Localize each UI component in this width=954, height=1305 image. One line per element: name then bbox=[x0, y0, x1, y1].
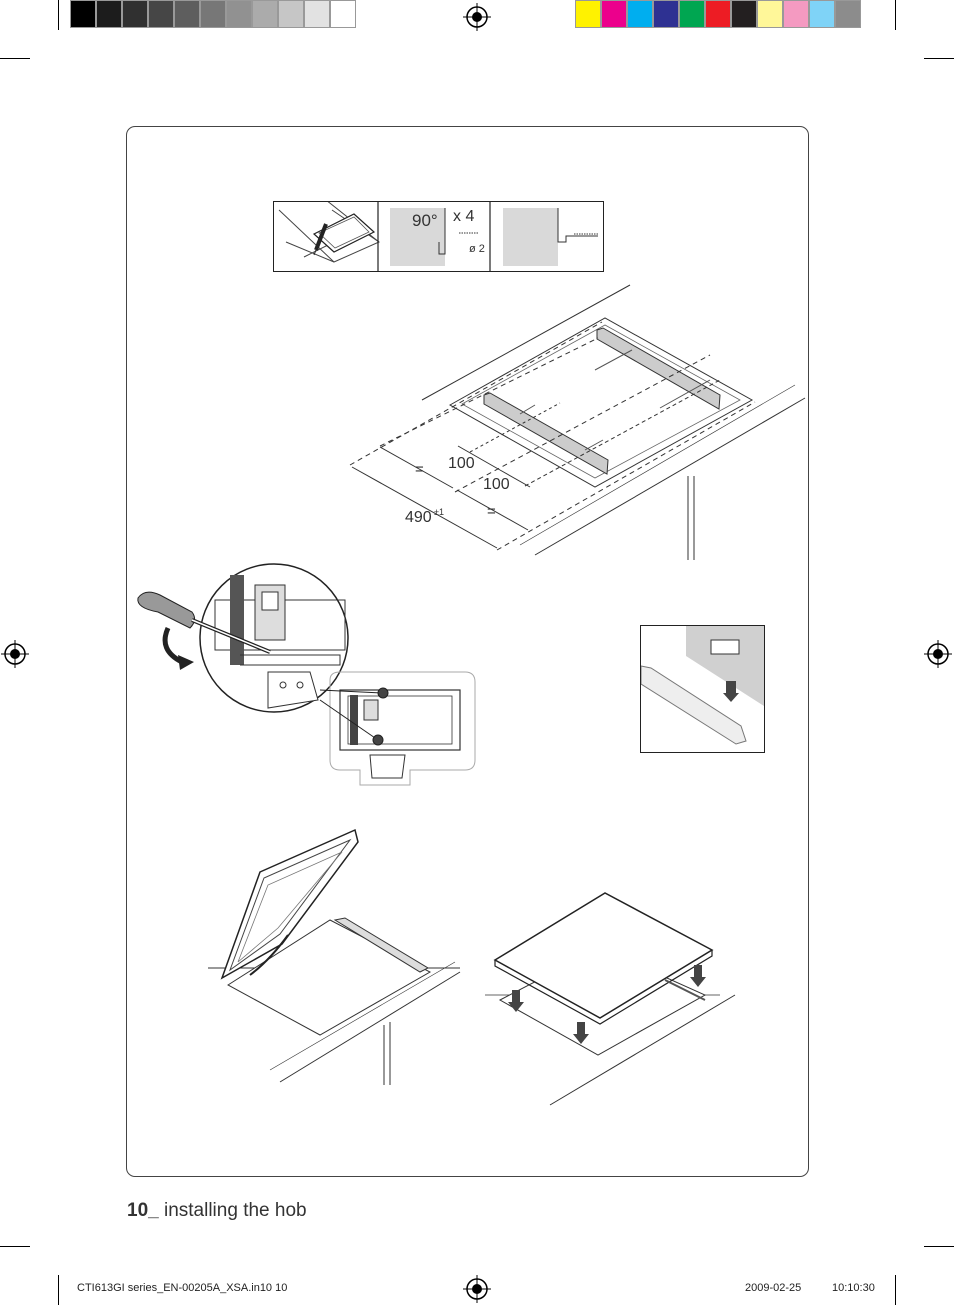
process-color-swatch bbox=[783, 0, 809, 28]
slug-file-info: CTI613GI series_EN-00205A_XSA.in10 10 bbox=[77, 1282, 288, 1294]
grayscale-swatch bbox=[278, 0, 304, 28]
grayscale-swatch bbox=[252, 0, 278, 28]
crop-mark-top-left-h bbox=[0, 58, 30, 59]
process-color-swatch bbox=[653, 0, 679, 28]
section-title: installing the hob bbox=[158, 1200, 307, 1221]
crop-mark-bottom-left-h bbox=[0, 1246, 30, 1247]
crop-mark-bottom-right-h bbox=[924, 1246, 954, 1247]
dimension-equal-left: = bbox=[415, 461, 424, 478]
dimension-tolerance: ±1 bbox=[434, 507, 444, 517]
process-color-swatch bbox=[575, 0, 601, 28]
diameter-label: ø 2 bbox=[469, 243, 485, 255]
grayscale-swatch bbox=[304, 0, 330, 28]
grayscale-color-bar bbox=[70, 0, 356, 30]
process-color-swatch bbox=[835, 0, 861, 28]
cutout-steps-illustration: 90° x 4 ø 2 bbox=[278, 199, 598, 271]
crop-mark-top-right-v bbox=[895, 0, 896, 30]
process-color-swatch bbox=[731, 0, 757, 28]
page-footer-title: 10_ installing the hob bbox=[127, 1200, 307, 1222]
screw-panel bbox=[503, 208, 598, 266]
angle-label: 90° bbox=[412, 211, 438, 230]
grayscale-swatch bbox=[226, 0, 252, 28]
registration-mark-right bbox=[924, 640, 952, 668]
dimension-width: 490 bbox=[405, 509, 432, 526]
grayscale-swatch bbox=[330, 0, 356, 28]
grayscale-swatch bbox=[200, 0, 226, 28]
crop-mark-bottom-right-v bbox=[895, 1275, 896, 1305]
registration-mark-top bbox=[463, 3, 491, 31]
cutout-step-box: 90° x 4 ø 2 bbox=[273, 199, 604, 272]
worktop-bracket-diagram: = 100 100 = 490 ±1 bbox=[349, 284, 806, 560]
process-color-swatch bbox=[705, 0, 731, 28]
dimension-spacing-2: 100 bbox=[483, 476, 510, 493]
lifting-hob-illustration bbox=[208, 828, 461, 1085]
grayscale-swatch bbox=[70, 0, 96, 28]
crop-mark-top-left-v bbox=[58, 0, 59, 30]
screwdriver-detail-illustration bbox=[137, 563, 476, 786]
bracket-insertion-illustration bbox=[640, 626, 764, 745]
dimension-equal-right: = bbox=[487, 503, 496, 520]
crop-mark-top-right-h bbox=[924, 58, 954, 59]
registration-mark-bottom bbox=[463, 1275, 491, 1303]
process-color-swatch bbox=[809, 0, 835, 28]
grayscale-swatch bbox=[148, 0, 174, 28]
process-color-swatch bbox=[601, 0, 627, 28]
crop-mark-bottom-left-v bbox=[58, 1275, 59, 1305]
count-label: x 4 bbox=[453, 208, 474, 225]
dimension-spacing-1: 100 bbox=[448, 455, 475, 472]
slug-time: 10:10:30 bbox=[832, 1282, 875, 1294]
illustration-frame bbox=[126, 126, 809, 1177]
grayscale-swatch bbox=[122, 0, 148, 28]
registration-mark-left bbox=[1, 640, 29, 668]
grayscale-swatch bbox=[174, 0, 200, 28]
lowering-hob-illustration bbox=[485, 892, 736, 1106]
process-color-bar bbox=[575, 0, 861, 30]
bracket-insertion-box bbox=[640, 625, 765, 753]
marking-cutout-panel bbox=[278, 199, 380, 263]
process-color-swatch bbox=[757, 0, 783, 28]
process-color-swatch bbox=[679, 0, 705, 28]
right-angle-cut-panel: 90° x 4 ø 2 bbox=[390, 208, 485, 266]
process-color-swatch bbox=[627, 0, 653, 28]
slug-date: 2009-02-25 bbox=[745, 1282, 802, 1294]
page-number: 10_ bbox=[127, 1200, 159, 1221]
grayscale-swatch bbox=[96, 0, 122, 28]
